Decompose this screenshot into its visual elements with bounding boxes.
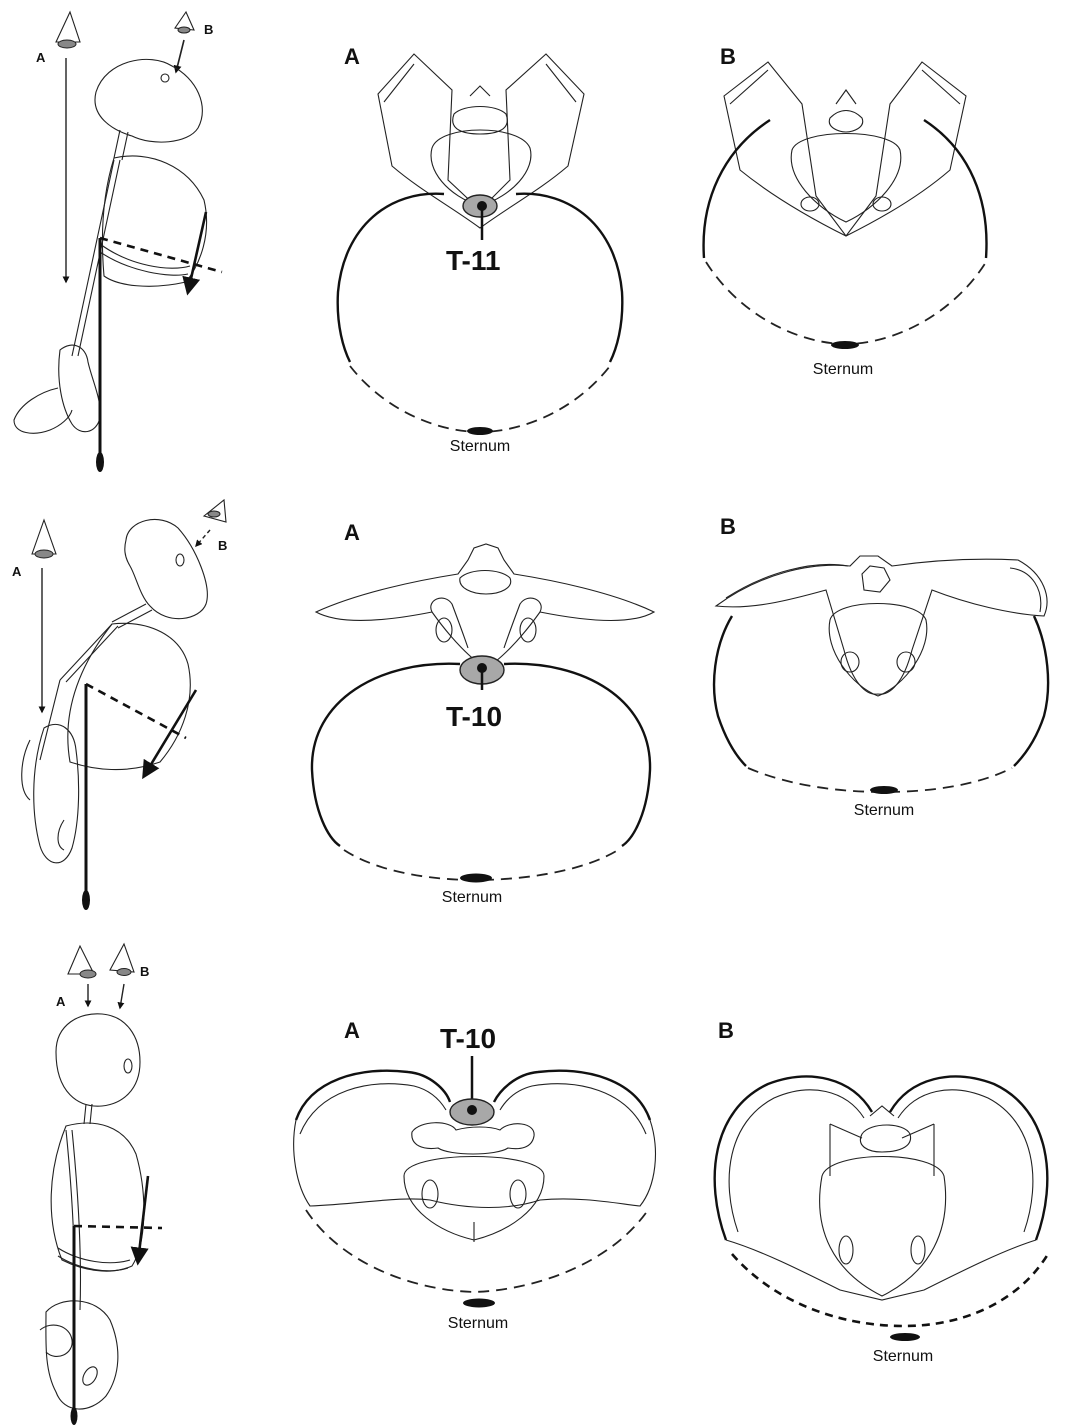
panel-b-row-3: B Sternum <box>715 1018 1048 1365</box>
pelvis <box>59 345 101 432</box>
eye-icon <box>68 946 96 978</box>
panel-label-a: A <box>344 44 360 69</box>
sternum-label: Sternum <box>442 889 502 906</box>
rotation-arrow <box>144 690 196 776</box>
eye-icon <box>32 520 56 558</box>
vertebra-outline <box>724 62 966 236</box>
rib-contour-anterior <box>306 1210 648 1292</box>
vertebra-label: T-10 <box>446 701 502 732</box>
sternum-marker <box>831 341 859 349</box>
rib-contour-left <box>338 194 444 362</box>
row-1: A B <box>14 12 986 472</box>
rib-contour-right <box>516 194 622 362</box>
view-arrow-b <box>120 984 124 1008</box>
vertebra-outline <box>316 544 654 668</box>
sternum-label: Sternum <box>450 438 510 455</box>
side-view-figure-1: A B <box>14 12 222 472</box>
panel-b-row-2: B Sternum <box>714 514 1048 819</box>
rib-contour-anterior <box>350 366 610 432</box>
vertebra-label: T-10 <box>440 1023 496 1054</box>
rib-contour-left <box>714 616 746 766</box>
eye-label-a: A <box>36 50 46 65</box>
sternum-label: Sternum <box>854 802 914 819</box>
sternum-label: Sternum <box>448 1315 508 1332</box>
eye-label-a: A <box>56 994 66 1009</box>
rib-contour-right <box>924 120 986 258</box>
tilt-dashed-line <box>74 1226 162 1228</box>
rib-contour-right <box>494 1071 650 1120</box>
skull <box>95 59 202 142</box>
sternum-label: Sternum <box>813 361 873 378</box>
skull <box>56 1014 140 1106</box>
eye-icon <box>110 944 134 976</box>
rib-contour-left <box>704 120 770 258</box>
panel-label-a: A <box>344 520 360 545</box>
rib-contour-right <box>504 664 650 846</box>
sternum-marker <box>463 1299 495 1308</box>
pelvis <box>34 724 79 862</box>
eye-icon <box>204 500 226 522</box>
rotation-arrow <box>188 212 206 292</box>
row-2: A B A <box>12 500 1048 910</box>
view-arrow-b <box>196 530 210 546</box>
sternum-marker <box>467 427 493 435</box>
eye-label-b: B <box>204 22 213 37</box>
sternum-marker <box>870 786 898 794</box>
side-view-figure-2: A B <box>12 500 227 910</box>
row-3: A B A T-10 <box>40 944 1048 1425</box>
ribcage <box>51 1123 144 1271</box>
vertebra-label: T-11 <box>446 245 500 276</box>
eye-label-b: B <box>218 538 227 553</box>
rib-contour-left <box>296 1071 450 1120</box>
sternum-marker <box>460 874 492 883</box>
panel-label-b: B <box>720 514 736 539</box>
skull <box>125 519 207 618</box>
panel-label-b: B <box>720 44 736 69</box>
pelvis <box>46 1301 118 1409</box>
panel-a-row-3: A T-10 Sternum <box>294 1018 656 1332</box>
panel-a-row-2: A T-10 Sternum <box>312 520 654 906</box>
rib-contour-anterior <box>706 262 986 344</box>
rib-contour-left <box>312 664 460 846</box>
panel-b-row-1: B Sternum <box>704 44 987 378</box>
eye-label-b: B <box>140 964 149 979</box>
panel-label-b: B <box>718 1018 734 1043</box>
panel-a-row-1: A T-11 Sternum <box>338 44 623 455</box>
view-arrow-b <box>176 40 184 72</box>
eye-label-a: A <box>12 564 22 579</box>
side-view-figure-3: A B <box>40 944 162 1425</box>
rib-contour-right <box>1014 616 1048 766</box>
rib-contour-anterior <box>732 1254 1048 1326</box>
sternum-marker <box>890 1333 920 1341</box>
eye-icon <box>56 12 80 48</box>
sternum-label: Sternum <box>873 1348 933 1365</box>
panel-label-a: A <box>344 1018 360 1043</box>
vertebra-outline <box>716 556 1047 694</box>
eye-icon <box>175 12 194 33</box>
